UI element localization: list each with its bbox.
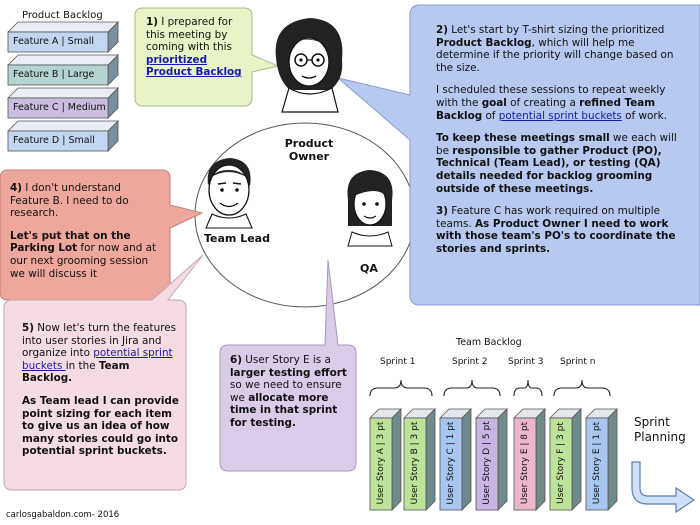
- story-box: [585, 417, 609, 511]
- backlog-box: [7, 31, 109, 53]
- sprint-label: Sprint 1: [380, 357, 416, 367]
- note2-bubble: [337, 4, 700, 306]
- story-label: User Story E | 1 pt: [592, 421, 602, 505]
- backlog-item-label: Feature D | Small: [13, 135, 95, 146]
- story-box-side: [571, 408, 582, 511]
- note6-bubble: [219, 259, 357, 472]
- backlog-box-top: [7, 21, 119, 33]
- backlog-item-label: Feature C | Medium: [13, 102, 106, 113]
- backlog-item-label: Feature B | Large: [13, 69, 95, 80]
- story-label: User Story A | 3 pt: [376, 421, 386, 505]
- product-owner-label: Product Owner: [284, 137, 334, 163]
- note1-bubble: [134, 7, 280, 107]
- sprint-planning-arrow: [631, 461, 696, 514]
- story-box: [369, 417, 393, 511]
- note4-text: 4) I don't understand Feature B. I need …: [10, 182, 157, 280]
- story-box-side: [607, 408, 618, 511]
- story-label: User Story E | 8 pt: [520, 421, 530, 505]
- backlog-box-top: [7, 54, 119, 66]
- story-label: User Story C | 1 pt: [446, 421, 456, 505]
- story-box: [549, 417, 573, 511]
- sprint-label: Sprint 2: [452, 357, 488, 367]
- story-box: [513, 417, 537, 511]
- team-backlog-title: Team Backlog: [456, 337, 522, 348]
- sprint-planning-label: Sprint Planning: [634, 415, 686, 444]
- sprint-buckets-link[interactable]: potential sprint buckets: [22, 347, 173, 372]
- story-box-side: [461, 408, 472, 511]
- prioritized-backlog-link[interactable]: prioritized Product Backlog: [146, 53, 242, 79]
- qa-label: QA: [360, 262, 378, 275]
- story-label: User Story F | 3 pt: [556, 422, 566, 504]
- story-box-side: [535, 408, 546, 511]
- backlog-box: [7, 97, 109, 119]
- note1-text: 1) I prepared for this meeting by coming…: [146, 16, 242, 79]
- backlog-box: [7, 130, 109, 152]
- backlog-item-label: Feature A | Small: [13, 36, 95, 47]
- story-label: User Story D | 5 pt: [482, 421, 492, 505]
- story-box: [475, 417, 499, 511]
- team-lead-avatar: [205, 158, 253, 229]
- note6-text: 6) User Story E is a larger testing effo…: [230, 354, 347, 429]
- story-box-side: [497, 408, 508, 511]
- note2-text: 2) Let's start by T-shirt sizing the pri…: [436, 24, 677, 255]
- sprint-label: Sprint 3: [508, 357, 544, 367]
- backlog-box: [7, 64, 109, 86]
- sprint-braces: [369, 379, 611, 397]
- note5-text: 5) Now let's turn the features into user…: [22, 322, 179, 458]
- story-label: User Story B | 3 pt: [410, 421, 420, 505]
- note5-bubble: [3, 254, 204, 491]
- story-box-side: [425, 408, 436, 511]
- product-owner-avatar: [275, 18, 343, 113]
- sprint-label: Sprint n: [560, 357, 596, 367]
- story-box: [403, 417, 427, 511]
- potential-sprint-buckets-link[interactable]: potential sprint buckets: [498, 109, 622, 122]
- story-box-side: [391, 408, 402, 511]
- product-backlog-title: Product Backlog: [22, 10, 103, 21]
- team-lead-label: Team Lead: [204, 232, 270, 245]
- story-box: [439, 417, 463, 511]
- backlog-box-top: [7, 87, 119, 99]
- backlog-box-top: [7, 120, 119, 132]
- qa-avatar: [347, 170, 393, 247]
- credit-text: carlosgabaldon.com- 2016: [6, 510, 120, 520]
